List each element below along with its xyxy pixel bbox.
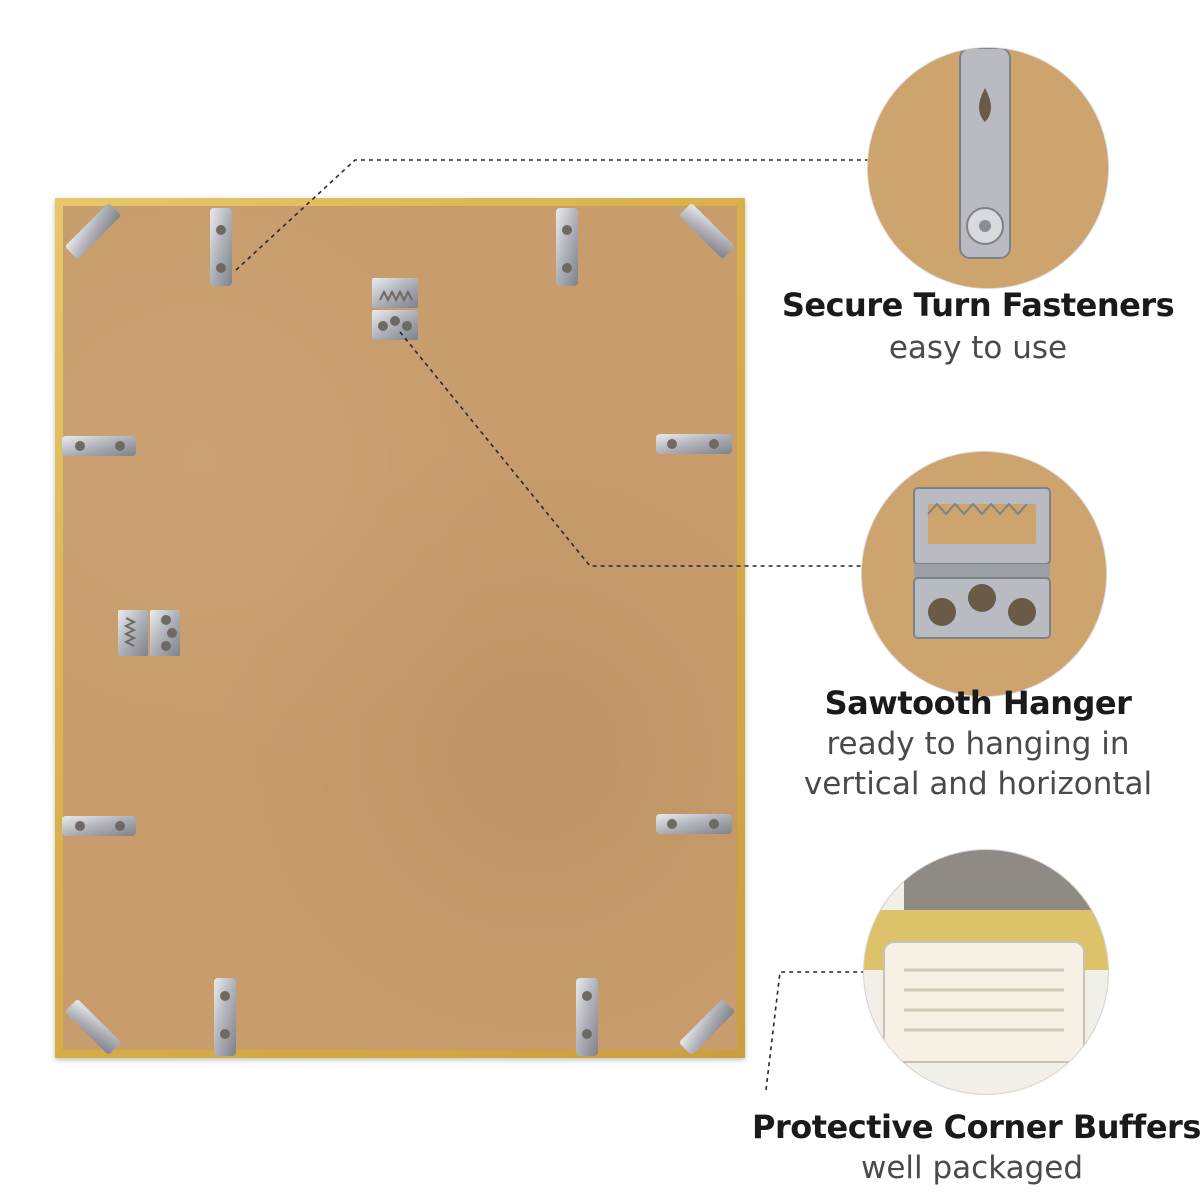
turn-fastener-icon xyxy=(62,208,732,1056)
feature-subtitle-line1: ready to hanging in xyxy=(826,726,1130,762)
leader-lines xyxy=(235,159,868,1091)
feature-title: Sawtooth Hanger xyxy=(824,684,1132,722)
turn-fastener-callout xyxy=(868,48,1108,288)
corner-buffer-callout xyxy=(864,850,1108,1094)
corner-clip-icon xyxy=(65,203,735,1055)
feature-subtitle: easy to use xyxy=(888,330,1068,366)
feature-title: Protective Corner Buffers xyxy=(752,1108,1200,1146)
sawtooth-hanger-icon xyxy=(862,452,1106,696)
feature-subtitle: well packaged xyxy=(860,1150,1084,1186)
feature-title: Secure Turn Fasteners xyxy=(781,286,1175,324)
feature-subtitle-line2: vertical and horizontal xyxy=(803,766,1153,802)
sawtooth-hanger-icon xyxy=(118,278,418,656)
picture-frame-back xyxy=(55,198,745,1058)
corner-buffer-icon xyxy=(864,850,1108,1094)
sawtooth-hanger-callout xyxy=(862,452,1106,696)
turn-fastener-icon xyxy=(868,48,1108,288)
